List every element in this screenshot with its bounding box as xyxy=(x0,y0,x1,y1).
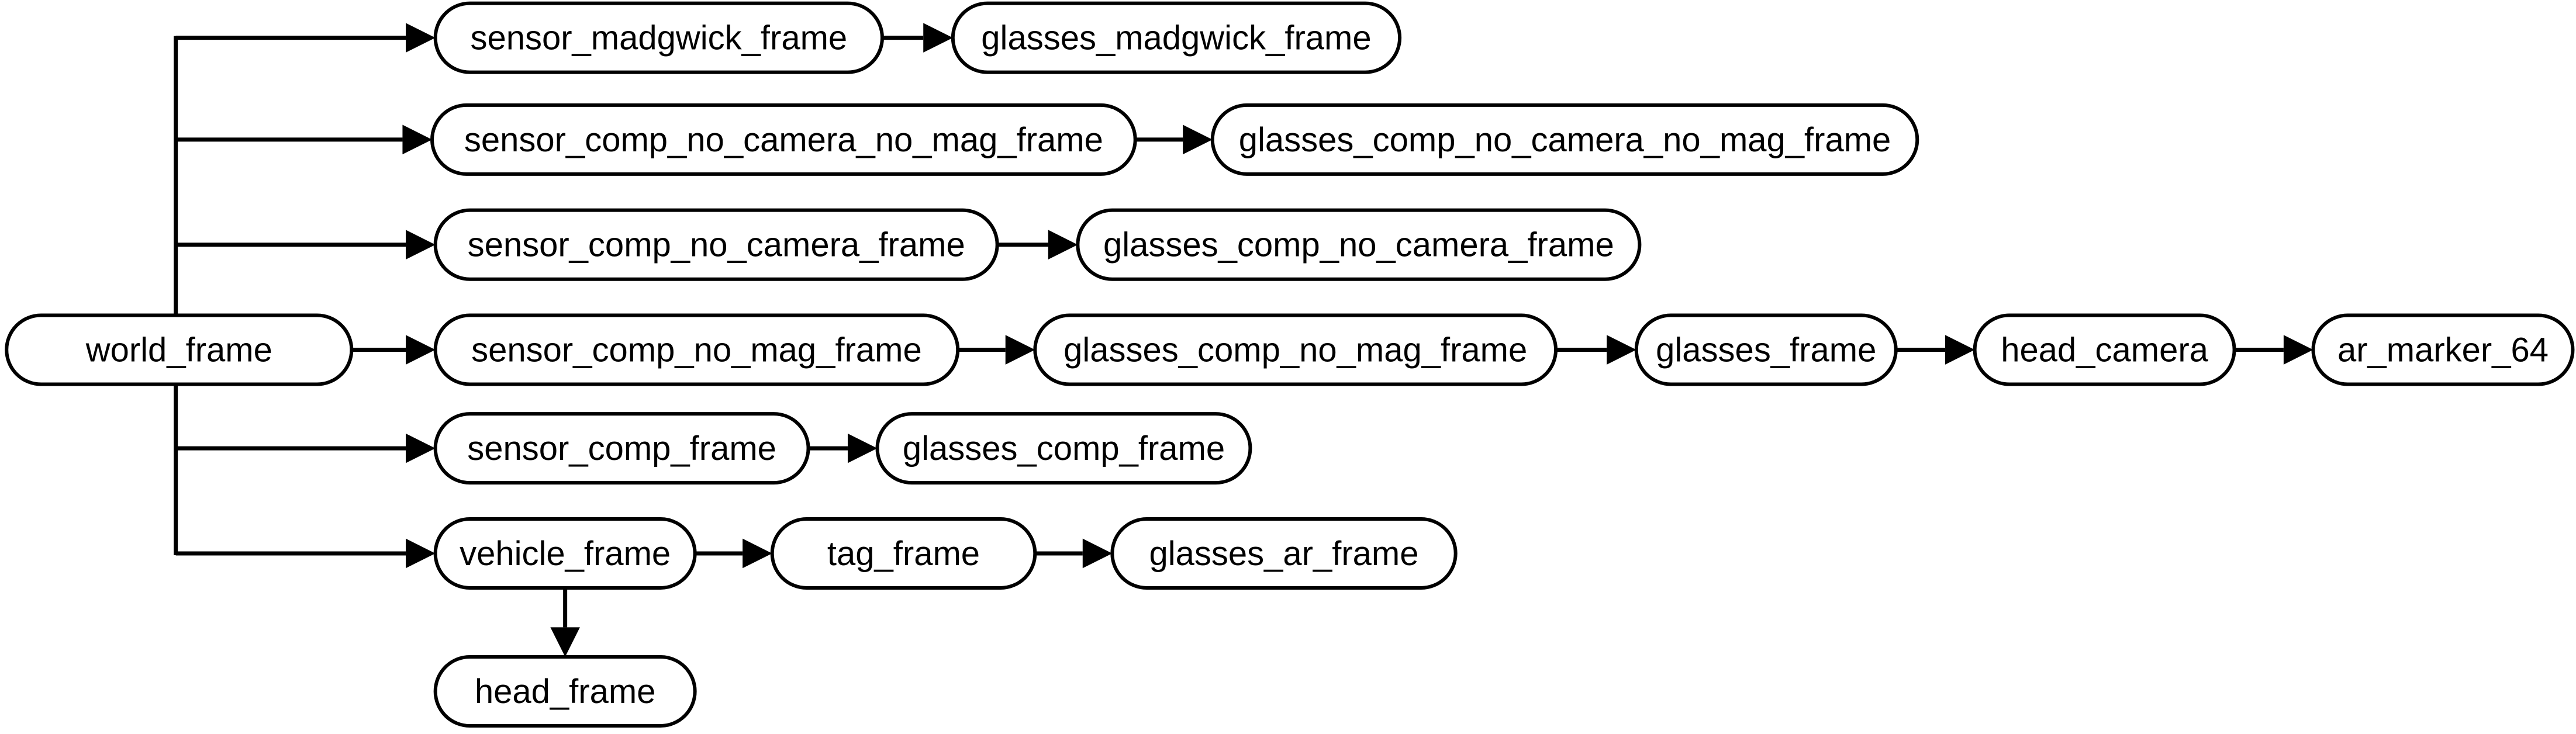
node-box xyxy=(433,208,999,281)
node-label: sensor_comp_frame xyxy=(467,430,776,468)
edge-glasses-frame-to-head-camera xyxy=(1895,335,1975,365)
node-box xyxy=(875,412,1252,485)
node-sensor-comp-no-camera-frame: sensor_comp_no_camera_frame xyxy=(433,208,999,281)
node-label: head_camera xyxy=(2001,331,2208,369)
node-box xyxy=(430,103,1137,176)
node-label: tag_frame xyxy=(827,535,980,573)
edge-sensor-madgwick-frame-to-glasses-madgwick-frame xyxy=(882,23,953,53)
node-sensor-comp-no-camera-no-mag-frame: sensor_comp_no_camera_no_mag_frame xyxy=(430,103,1137,176)
node-label: sensor_comp_no_camera_frame xyxy=(468,226,965,264)
edge-vehicle-frame-to-tag-frame xyxy=(695,538,772,569)
node-box xyxy=(1076,208,1642,281)
node-glasses-comp-no-camera-no-mag-frame: glasses_comp_no_camera_no_mag_frame xyxy=(1210,103,1919,176)
node-label: head_frame xyxy=(475,673,656,711)
node-box xyxy=(2311,313,2575,386)
node-head-camera: head_camera xyxy=(1973,313,2236,386)
edge-world-frame-to-sensor-madgwick-frame xyxy=(175,23,436,53)
edge-sensor-comp-no-camera-no-mag-frame-to-glasses-comp-no-camera-no-mag-frame xyxy=(1135,124,1213,155)
edge-world-frame-to-sensor-comp-no-mag-frame xyxy=(351,335,436,365)
node-label: glasses_comp_frame xyxy=(903,430,1225,468)
node-glasses-madgwick-frame: glasses_madgwick_frame xyxy=(951,1,1402,74)
edge-world-frame-to-sensor-comp-frame xyxy=(175,433,436,463)
node-label: ar_marker_64 xyxy=(2337,331,2549,369)
node-box xyxy=(1634,313,1898,386)
node-box xyxy=(951,1,1402,74)
edge-world-frame-to-vehicle-frame xyxy=(175,538,436,569)
node-label: glasses_comp_no_mag_frame xyxy=(1063,331,1527,369)
node-box xyxy=(433,1,884,74)
node-sensor-madgwick-frame: sensor_madgwick_frame xyxy=(433,1,884,74)
node-ar-marker-64: ar_marker_64 xyxy=(2311,313,2575,386)
edge-tag-frame-to-glasses-ar-frame xyxy=(1035,538,1113,569)
node-glasses-comp-frame: glasses_comp_frame xyxy=(875,412,1252,485)
node-label: sensor_madgwick_frame xyxy=(470,19,847,57)
node-label: glasses_comp_no_camera_frame xyxy=(1103,226,1614,264)
node-box xyxy=(1210,103,1919,176)
node-label: glasses_ar_frame xyxy=(1149,535,1419,573)
node-box xyxy=(433,517,697,590)
node-box xyxy=(433,655,697,728)
edge-sensor-comp-frame-to-glasses-comp-frame xyxy=(808,433,878,463)
nodes-layer: world_frame sensor_madgwick_frame glasses_… xyxy=(5,1,2575,728)
node-box xyxy=(770,517,1037,590)
node-box xyxy=(1033,313,1558,386)
node-label: glasses_comp_no_camera_no_mag_frame xyxy=(1239,121,1891,159)
node-glasses-ar-frame: glasses_ar_frame xyxy=(1110,517,1458,590)
node-world-frame: world_frame xyxy=(5,313,354,386)
node-label: glasses_frame xyxy=(1656,331,1876,369)
edge-world-frame-to-sensor-comp-no-camera-no-mag-frame xyxy=(175,124,433,155)
edge-head-camera-to-ar-marker-64 xyxy=(2234,335,2313,365)
node-tag-frame: tag_frame xyxy=(770,517,1037,590)
node-vehicle-frame: vehicle_frame xyxy=(433,517,697,590)
node-label: world_frame xyxy=(85,331,272,369)
node-box xyxy=(433,313,960,386)
node-sensor-comp-no-mag-frame: sensor_comp_no_mag_frame xyxy=(433,313,960,386)
node-box xyxy=(1973,313,2236,386)
node-head-frame: head_frame xyxy=(433,655,697,728)
edge-world-frame-to-sensor-comp-no-camera-frame xyxy=(175,230,436,259)
node-label: sensor_comp_no_camera_no_mag_frame xyxy=(464,121,1103,159)
edge-sensor-comp-no-camera-frame-to-glasses-comp-no-camera-frame xyxy=(997,230,1078,259)
node-box xyxy=(5,313,354,386)
node-glasses-comp-no-mag-frame: glasses_comp_no_mag_frame xyxy=(1033,313,1558,386)
node-sensor-comp-frame: sensor_comp_frame xyxy=(433,412,810,485)
edge-vehicle-frame-to-head-frame xyxy=(550,587,580,657)
node-box xyxy=(433,412,810,485)
edge-sensor-comp-no-mag-frame-to-glasses-comp-no-mag-frame xyxy=(958,335,1035,365)
node-label: sensor_comp_no_mag_frame xyxy=(471,331,922,369)
edges-layer xyxy=(174,23,2313,657)
node-glasses-comp-no-camera-frame: glasses_comp_no_camera_frame xyxy=(1076,208,1642,281)
node-box xyxy=(1110,517,1458,590)
node-label: glasses_madgwick_frame xyxy=(981,19,1371,57)
edge-glasses-comp-no-mag-frame-to-glasses-frame xyxy=(1556,335,1636,365)
node-label: vehicle_frame xyxy=(460,535,671,573)
node-glasses-frame: glasses_frame xyxy=(1634,313,1898,386)
